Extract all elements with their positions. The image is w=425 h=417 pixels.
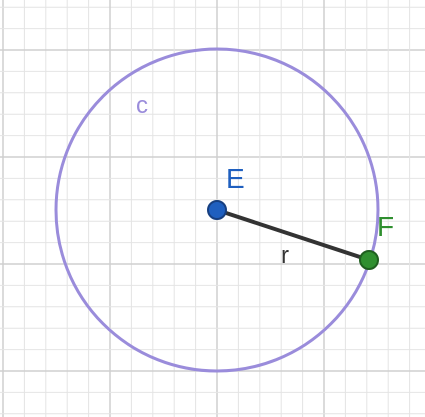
circle-c[interactable] — [54, 47, 380, 373]
point-e[interactable] — [207, 200, 227, 220]
point-e-label: E — [226, 163, 245, 194]
point-f-label: F — [377, 211, 394, 242]
point-f[interactable] — [359, 250, 379, 270]
segment-r[interactable] — [215, 208, 371, 262]
segment-label: r — [281, 242, 289, 269]
circle-label: c — [136, 92, 148, 119]
